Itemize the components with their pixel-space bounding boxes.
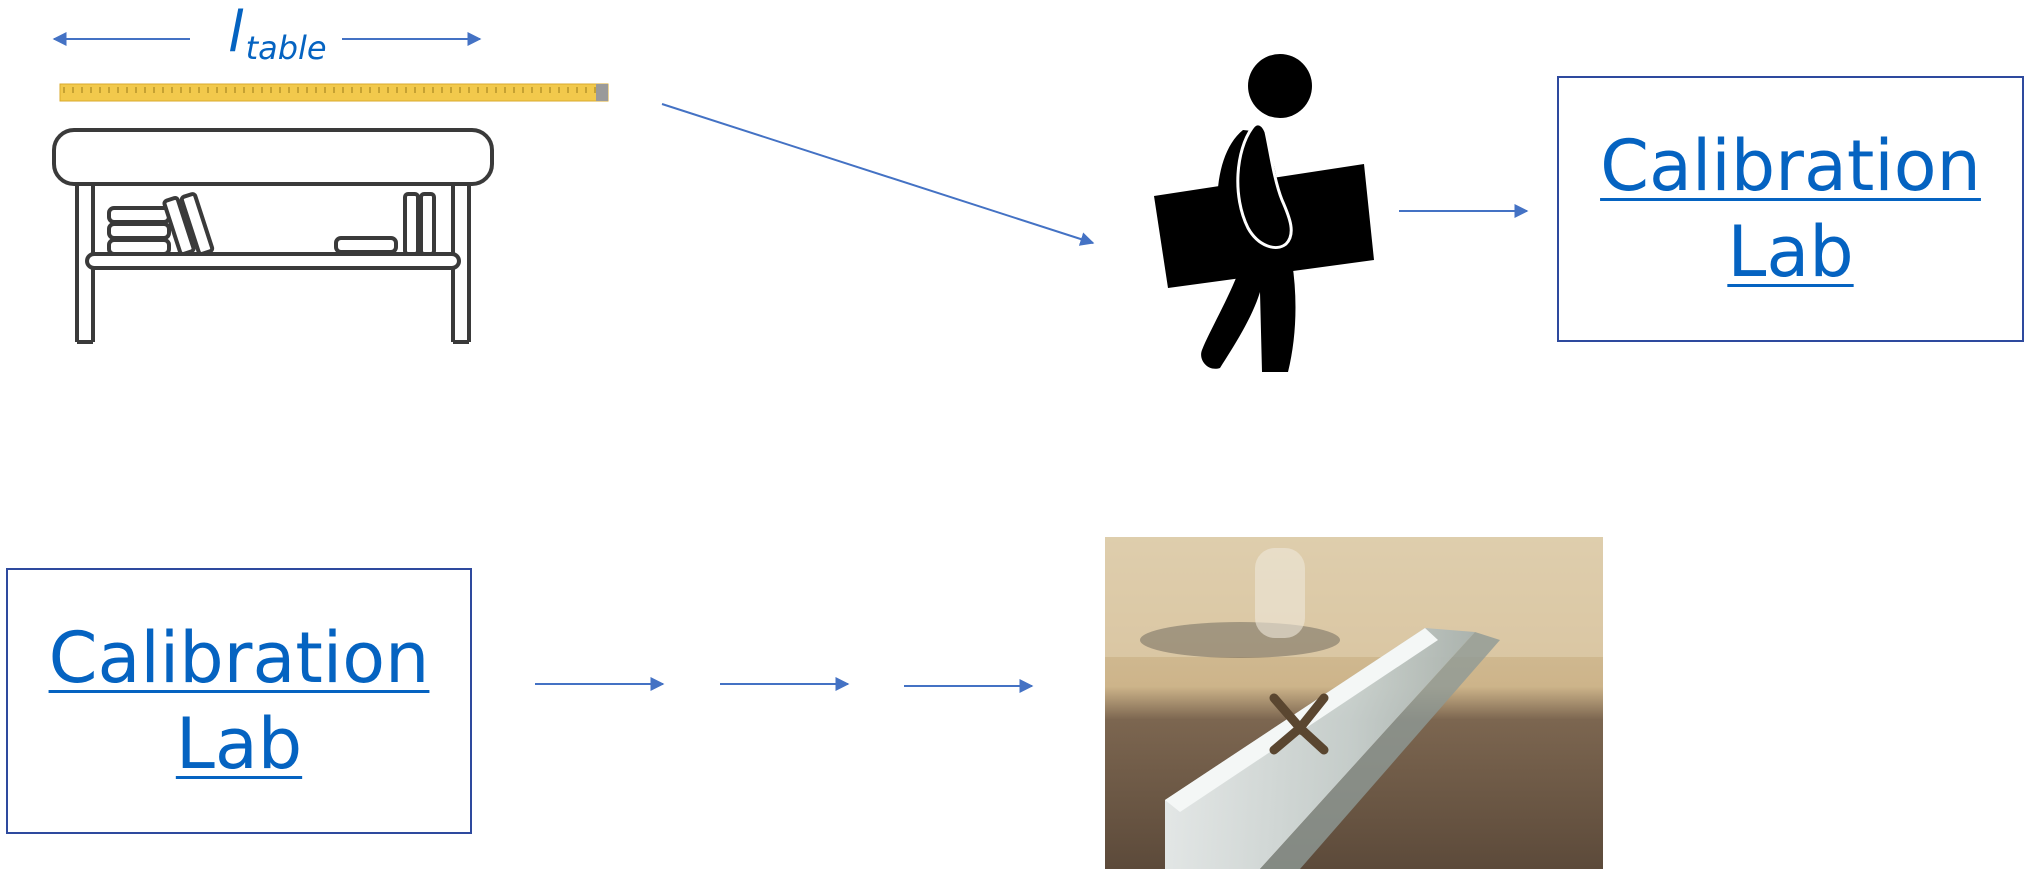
calibration-lab-box-bottom: Calibration Lab: [6, 568, 472, 834]
lab-line-2: Lab: [1600, 209, 1981, 295]
calibration-lab-link-bottom[interactable]: Calibration Lab: [49, 615, 430, 787]
arrow-table-to-person: [662, 104, 1093, 243]
lab-line-1: Calibration: [1600, 123, 1981, 209]
calibration-lab-box-top: Calibration Lab: [1557, 76, 2024, 342]
measurement-length-label: ltable: [228, 0, 327, 65]
measuring-tape-icon: [60, 84, 608, 101]
lab-line-2: Lab: [49, 701, 430, 787]
table-with-books-icon: [54, 130, 492, 342]
calibration-lab-link-top[interactable]: Calibration Lab: [1600, 123, 1981, 295]
lab-line-1: Calibration: [49, 615, 430, 701]
glass-reference-bar-photo: [1105, 537, 1603, 869]
length-subscript: table: [246, 29, 327, 67]
person-carrying-box-icon: [1154, 54, 1374, 372]
length-symbol: l: [228, 0, 244, 65]
